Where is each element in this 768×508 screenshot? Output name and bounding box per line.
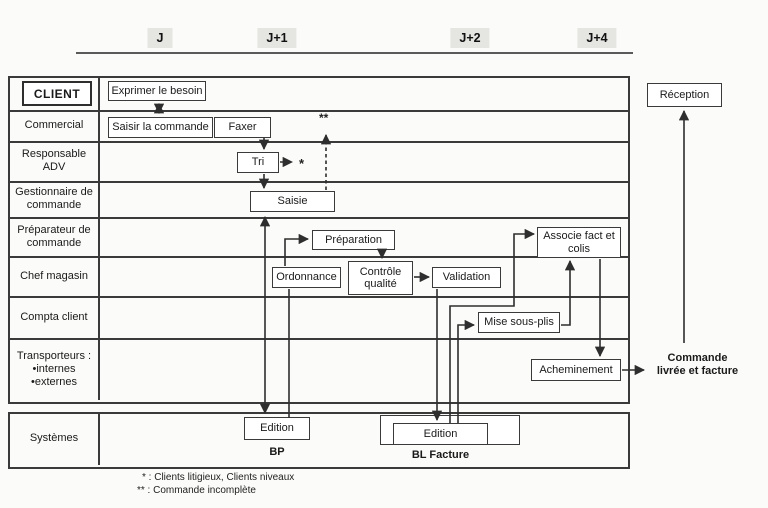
process-box-saisie: Saisie <box>250 191 335 212</box>
process-box-edition-bl: Edition <box>393 423 488 445</box>
output-label-commande-livree: Commande livrée et facture <box>656 352 739 377</box>
lane-label-responsable-adv: Responsable ADV <box>21 148 87 173</box>
process-box-validation: Validation <box>432 267 501 288</box>
footnote-double-asterisk: ** : Commande incomplète <box>137 485 256 496</box>
process-box-acheminement: Acheminement <box>531 359 621 381</box>
footnote-asterisk: * : Clients litigieux, Clients niveaux <box>142 472 295 483</box>
systems-label-divider <box>98 412 100 465</box>
lane-label-column-divider <box>98 76 100 400</box>
process-box-preparation: Préparation <box>312 230 395 250</box>
double-asterisk-note-marker: ** <box>319 111 329 125</box>
lane-divider <box>8 110 630 112</box>
process-box-tri: Tri <box>237 152 279 173</box>
timeline-label-j2: J+2 <box>450 28 490 48</box>
timeline-label-j4: J+4 <box>577 28 617 48</box>
lane-divider <box>8 338 630 340</box>
lane-label-systemes: Systèmes <box>29 432 79 444</box>
process-box-exprimer-le-besoin: Exprimer le besoin <box>108 81 206 101</box>
lane-divider <box>8 141 630 143</box>
process-box-saisir-la-commande: Saisir la commande <box>108 117 213 138</box>
lane-label-chef-magasin: Chef magasin <box>20 269 88 282</box>
process-box-reception: Réception <box>647 83 722 107</box>
process-box-controle-qualite: Contrôle qualité <box>348 261 413 295</box>
lane-label-transporteurs: Transporteurs : •internes •externes <box>16 349 92 388</box>
swimlane-frame <box>8 76 630 404</box>
lane-divider <box>8 181 630 183</box>
timeline-underline <box>76 52 633 54</box>
process-box-faxer: Faxer <box>214 117 271 138</box>
lane-divider <box>8 256 630 258</box>
lane-divider <box>8 296 630 298</box>
process-box-ordonnance: Ordonnance <box>272 267 341 288</box>
lane-label-client: CLIENT <box>22 81 92 106</box>
lane-label-gestionnaire: Gestionnaire de commande <box>15 186 93 211</box>
asterisk-note-marker: * <box>299 156 305 171</box>
output-label-bl-facture: BL Facture <box>411 449 470 461</box>
process-box-mise-sous-plis: Mise sous-plis <box>478 312 560 333</box>
timeline-label-j1: J+1 <box>257 28 297 48</box>
lane-label-commercial: Commercial <box>24 119 84 131</box>
lane-divider <box>8 217 630 219</box>
process-box-associe-fact-et-colis: Associe fact et colis <box>537 227 621 258</box>
timeline-label-j: J <box>147 28 173 48</box>
output-label-bp: BP <box>269 446 285 458</box>
process-box-edition-bp: Edition <box>244 417 310 440</box>
lane-label-preparateur: Préparateur de commande <box>17 223 91 249</box>
systems-band-frame <box>8 412 630 469</box>
lane-label-compta-client: Compta client <box>20 310 88 323</box>
